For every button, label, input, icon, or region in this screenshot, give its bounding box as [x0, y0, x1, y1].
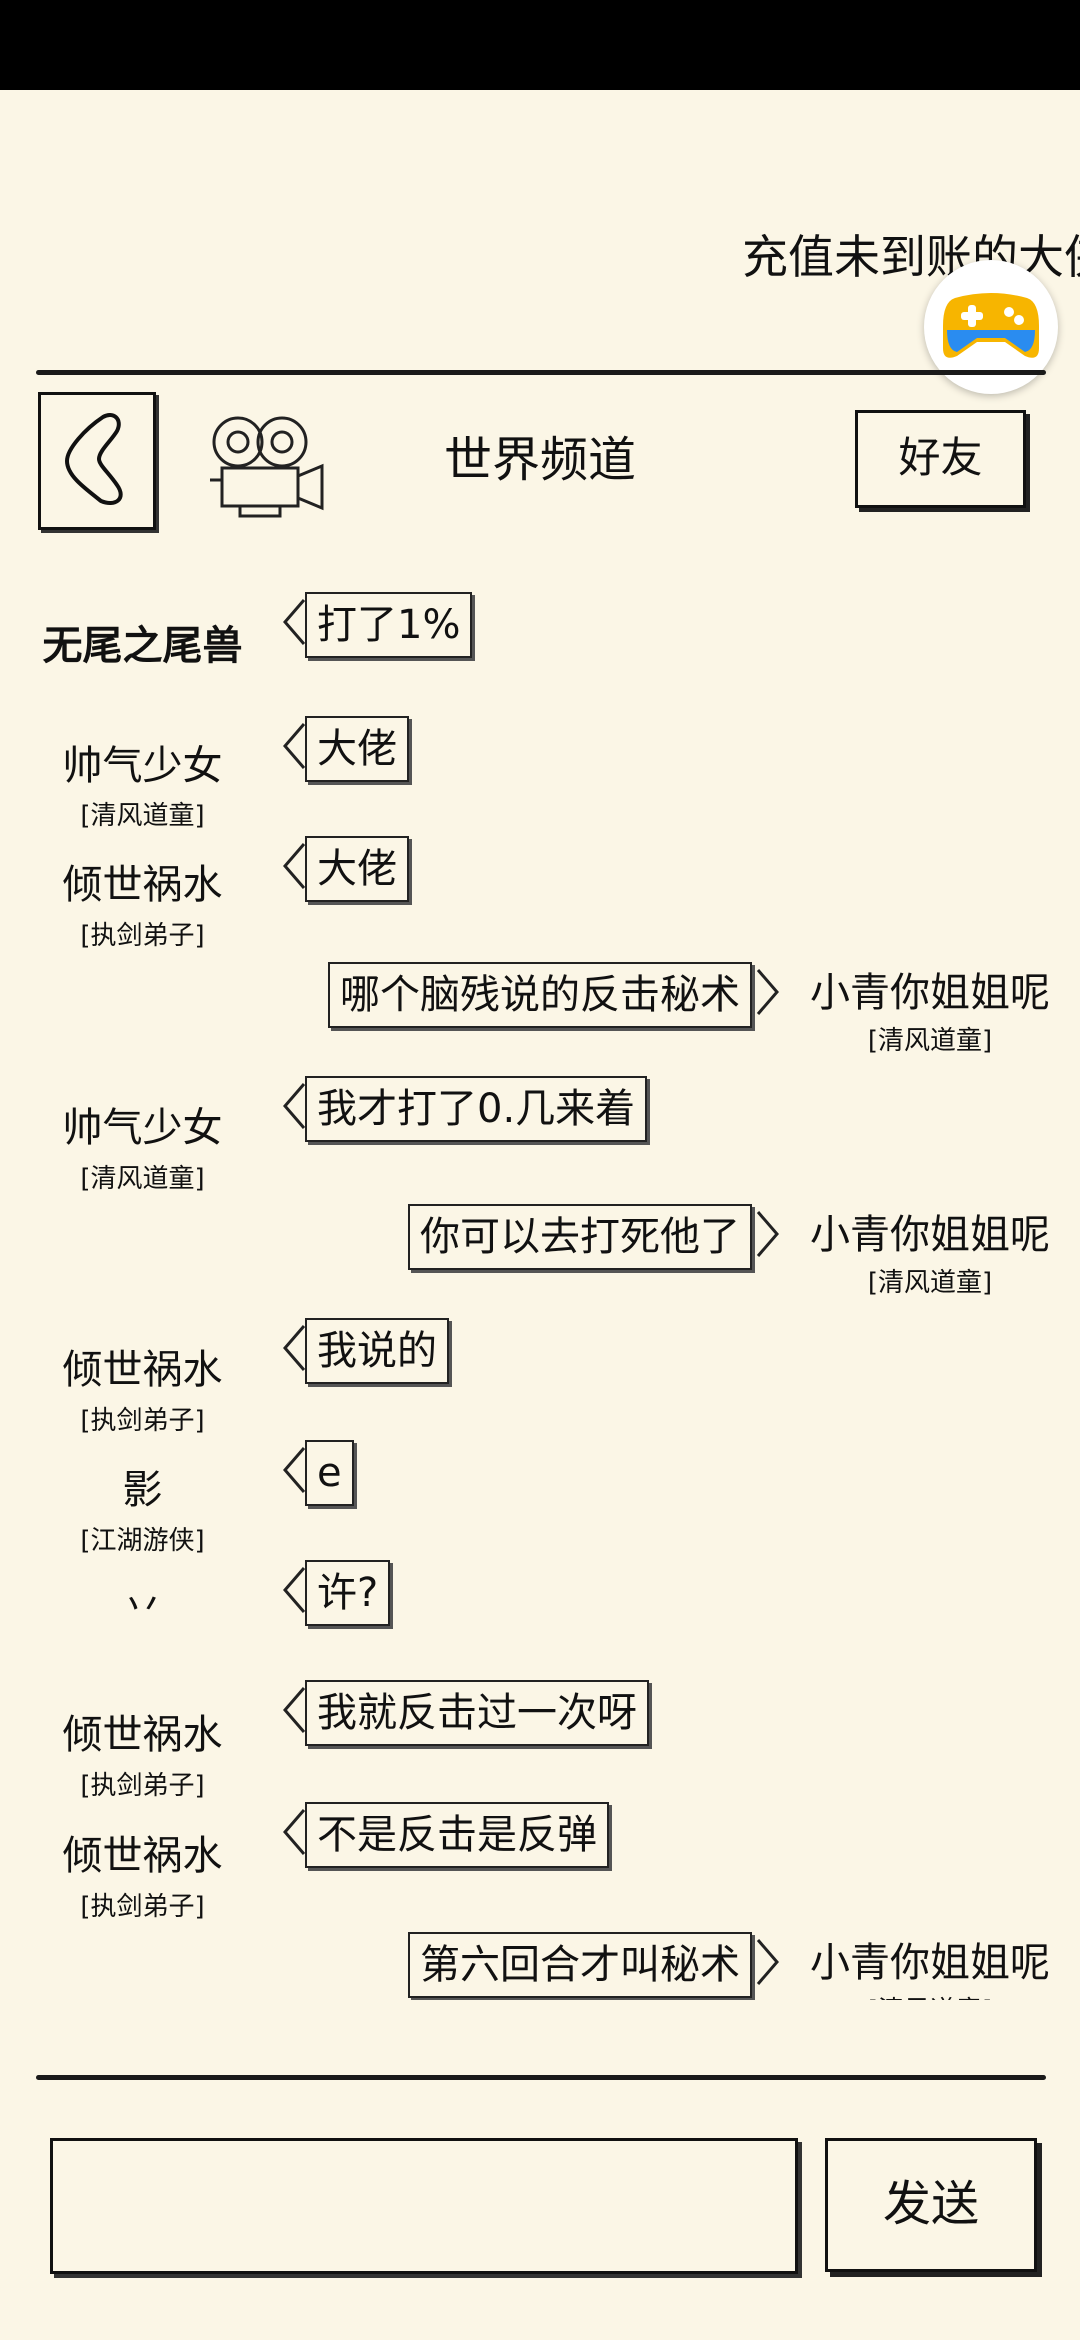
- sender-rank: [清风道童]: [80, 801, 205, 831]
- chat-bubble[interactable]: 我才打了0.几来着: [305, 1076, 648, 1142]
- message-sender-name[interactable]: 丷: [122, 1583, 163, 1629]
- bubble-pointer-right-icon: [756, 969, 779, 1015]
- message-sender-name[interactable]: 倾世祸水: [62, 1347, 223, 1393]
- message-sender-name[interactable]: 帅气少女: [62, 743, 223, 789]
- chat-bubble[interactable]: 我就反击过一次呀: [305, 1680, 649, 1746]
- sender-rank: [清风道童]: [867, 1268, 993, 1298]
- chat-input[interactable]: [50, 2138, 798, 2274]
- message-sender-name[interactable]: 无尾之尾兽: [42, 623, 243, 669]
- bubble-pointer-left-icon: [283, 1567, 306, 1613]
- message-sender-name[interactable]: 帅气少女: [62, 1105, 223, 1151]
- chat-bubble[interactable]: 不是反击是反弹: [305, 1802, 609, 1868]
- sender-rank: [清风道童]: [800, 1990, 1060, 2000]
- chat-bubble[interactable]: 我说的: [305, 1318, 449, 1384]
- chat-bubble[interactable]: 许?: [305, 1560, 391, 1626]
- bubble-pointer-left-icon: [283, 1083, 306, 1129]
- chat-bubble[interactable]: 大佬: [305, 716, 409, 782]
- message-sender-name[interactable]: 小青你姐姐呢: [810, 1940, 1050, 1986]
- status-bar: [0, 0, 1080, 90]
- bubble-pointer-left-icon: [283, 723, 306, 769]
- chat-bubble[interactable]: 第六回合才叫秘术: [408, 1932, 752, 1998]
- message-sender-name[interactable]: 倾世祸水: [62, 1833, 223, 1879]
- message-sender-name[interactable]: 倾世祸水: [62, 862, 223, 908]
- chat-bubble[interactable]: 你可以去打死他了: [408, 1204, 752, 1270]
- chat-bubble[interactable]: e: [305, 1440, 354, 1506]
- bubble-pointer-left-icon: [283, 599, 306, 645]
- message-sender-name[interactable]: 小青你姐姐呢: [810, 970, 1050, 1016]
- footer-divider: [36, 2075, 1046, 2080]
- chat-bubble[interactable]: 大佬: [305, 836, 409, 902]
- sender-rank: [执剑弟子]: [80, 1892, 205, 1922]
- message-sender-name[interactable]: 小青你姐姐呢: [810, 1212, 1050, 1258]
- sender-rank: [江湖游侠]: [80, 1526, 205, 1556]
- header-divider: [36, 370, 1046, 375]
- bubble-pointer-left-icon: [283, 1809, 306, 1855]
- chat-bubble[interactable]: 哪个脑残说的反击秘术: [328, 962, 752, 1028]
- announcement-ticker: 充值未到账的大侠: [0, 215, 1080, 285]
- sender-rank: [执剑弟子]: [80, 1771, 205, 1801]
- bubble-pointer-left-icon: [283, 1687, 306, 1733]
- chat-bubble[interactable]: 打了1%: [305, 592, 473, 658]
- sender-rank: [清风道童]: [867, 1026, 993, 1056]
- back-button[interactable]: [38, 392, 156, 530]
- sender-rank: [清风道童]: [80, 1164, 205, 1194]
- chat-message-list[interactable]: 无尾之尾兽 打了1% 帅气少女 [清风道童] 大佬 倾世祸水 [执剑弟子] 大佬…: [0, 560, 1080, 2000]
- sender-rank: [执剑弟子]: [80, 921, 205, 951]
- bubble-pointer-left-icon: [283, 1325, 306, 1371]
- back-arrow-icon: [64, 412, 123, 505]
- bubble-pointer-right-icon: [756, 1939, 779, 1985]
- message-sender-name[interactable]: 倾世祸水: [62, 1712, 223, 1758]
- friends-button[interactable]: 好友: [855, 410, 1026, 508]
- sender-rank: [执剑弟子]: [80, 1406, 205, 1436]
- bubble-pointer-left-icon: [283, 1447, 306, 1493]
- bubble-pointer-right-icon: [756, 1211, 779, 1257]
- video-camera-icon[interactable]: [210, 410, 330, 524]
- gamepad-icon: [943, 293, 1039, 358]
- channel-title: 世界频道: [443, 432, 636, 488]
- bubble-pointer-left-icon: [283, 843, 306, 889]
- send-button[interactable]: 发送: [825, 2138, 1037, 2272]
- message-sender-name[interactable]: 影: [122, 1467, 163, 1513]
